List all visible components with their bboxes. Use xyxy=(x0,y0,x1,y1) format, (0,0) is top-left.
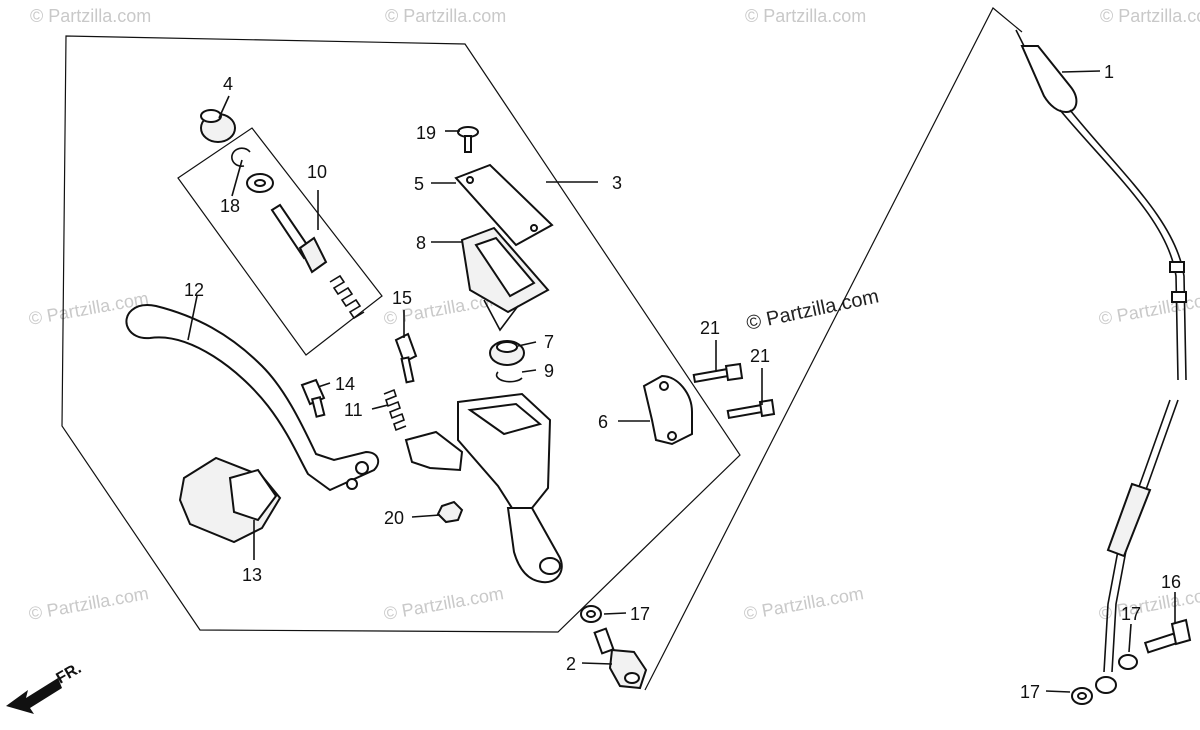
piston-part xyxy=(270,203,328,274)
watermarks: © Partzilla.com © Partzilla.com © Partzi… xyxy=(27,6,1200,624)
watermark-center: © Partzilla.com xyxy=(744,285,880,335)
holder-part xyxy=(642,374,693,446)
master-cylinder-part xyxy=(404,392,563,584)
callout-15: 15 xyxy=(392,288,412,308)
watermark: © Partzilla.com xyxy=(27,583,150,624)
reservoir-cap-part xyxy=(454,163,554,247)
callout-14: 14 xyxy=(335,374,355,394)
callout-5: 5 xyxy=(414,174,424,194)
spring-part xyxy=(329,274,365,320)
leader-lines xyxy=(187,70,1176,693)
sealing-washer-part xyxy=(580,605,602,623)
callout-18: 18 xyxy=(220,196,240,216)
callout-17: 17 xyxy=(1121,604,1141,624)
cable-outline xyxy=(644,7,1023,691)
callout-20: 20 xyxy=(384,508,404,528)
watermark: © Partzilla.com xyxy=(1100,6,1200,26)
banjo-bolt-part xyxy=(1143,618,1192,654)
assembly-outline xyxy=(61,35,741,633)
holder-bolt-part xyxy=(726,398,776,420)
callout-21: 21 xyxy=(700,318,720,338)
piston-kit-outline xyxy=(177,127,383,356)
callout-10: 10 xyxy=(307,162,327,182)
circlip-part xyxy=(231,147,251,168)
callout-13: 13 xyxy=(242,565,262,585)
callout-11: 11 xyxy=(344,400,363,420)
brake-hose-part xyxy=(1015,29,1187,694)
callout-7: 7 xyxy=(544,332,554,352)
diaphragm-part xyxy=(460,226,550,332)
callout-2: 2 xyxy=(566,654,576,674)
callout-9: 9 xyxy=(544,361,554,381)
front-direction-arrow: FR. xyxy=(6,660,84,714)
clip-part xyxy=(495,371,523,383)
watermark: © Partzilla.com xyxy=(1097,583,1200,624)
nut-part xyxy=(436,500,464,524)
watermark: © Partzilla.com xyxy=(742,583,865,624)
brake-lever-part xyxy=(125,304,380,492)
cup-part xyxy=(489,340,525,366)
callout-21: 21 xyxy=(750,346,770,366)
callout-4: 4 xyxy=(223,74,233,94)
watermark: © Partzilla.com xyxy=(30,6,151,26)
screw-part xyxy=(457,126,479,153)
callout-17: 17 xyxy=(1020,682,1040,702)
sealing-washer-part xyxy=(1071,687,1093,705)
watermark: © Partzilla.com xyxy=(382,583,505,624)
sealing-washer-part xyxy=(1118,654,1138,670)
callout-8: 8 xyxy=(416,233,426,253)
callout-17: 17 xyxy=(630,604,650,624)
lever-cover-part xyxy=(178,456,282,544)
watermark: © Partzilla.com xyxy=(385,6,506,26)
holder-bolt-part xyxy=(692,362,744,384)
callout-19: 19 xyxy=(416,123,436,143)
pivot-bolt-part xyxy=(394,332,418,384)
boot-part xyxy=(200,109,236,143)
callout-6: 6 xyxy=(598,412,608,432)
lever-spring-part xyxy=(383,388,407,432)
callout-3: 3 xyxy=(612,173,622,193)
banjo-switch-part xyxy=(593,627,648,690)
watermark: © Partzilla.com xyxy=(745,6,866,26)
callout-16: 16 xyxy=(1161,572,1181,592)
washer-part xyxy=(246,173,274,193)
callout-12: 12 xyxy=(184,280,204,300)
callout-numbers: 4 18 10 19 5 8 3 15 7 9 14 11 12 13 20 6… xyxy=(184,62,1181,702)
callout-1: 1 xyxy=(1104,62,1114,82)
